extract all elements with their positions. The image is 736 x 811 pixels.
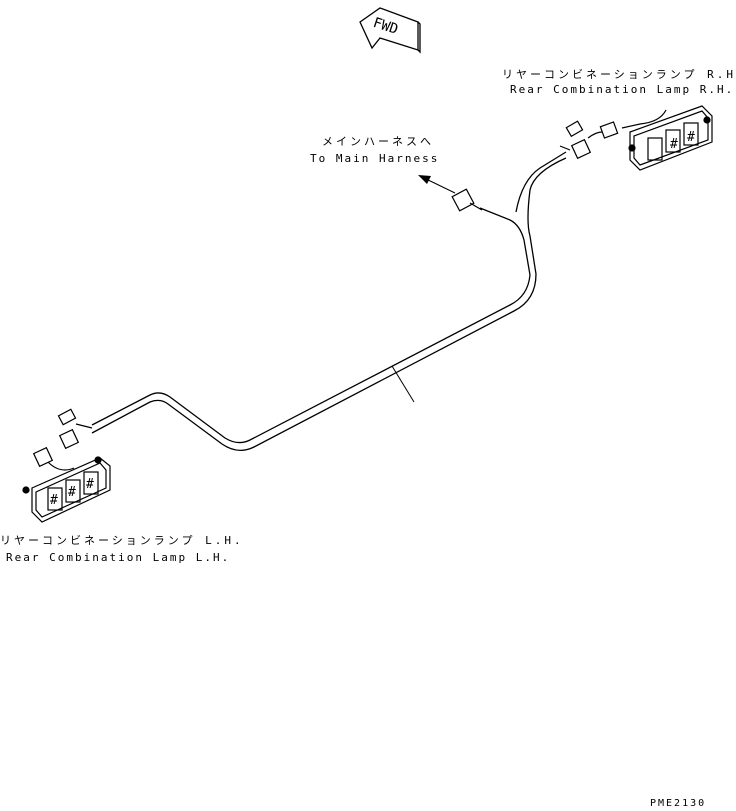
svg-text:#: # [86,477,94,492]
rh-lamp-label-jp: リヤーコンビネーションランプ R.H. [502,68,736,81]
fwd-arrow: FWD [359,7,421,54]
harness-tube [91,151,567,451]
lh-lamp-label-en: Rear Combination Lamp L.H. [6,551,231,564]
lh-lamp-label-jp: リヤーコンビネーションランプ L.H. [0,534,244,547]
svg-text:#: # [68,485,76,500]
main-harness-label-jp: メインハーネスへ [322,135,434,148]
svg-text:#: # [50,493,58,508]
fwd-label: FWD [371,15,400,38]
main-harness-label-en: To Main Harness [310,152,440,165]
svg-text:#: # [670,137,678,152]
leader-line [391,365,415,403]
rh-lamp-label-en: Rear Combination Lamp R.H. [510,83,735,96]
svg-text:#: # [687,130,695,145]
lh-lamp: # # # [22,408,111,523]
rh-lamp: # # [559,105,713,171]
main-harness-connector [418,175,483,212]
drawing-number: PME2130 [650,798,707,809]
